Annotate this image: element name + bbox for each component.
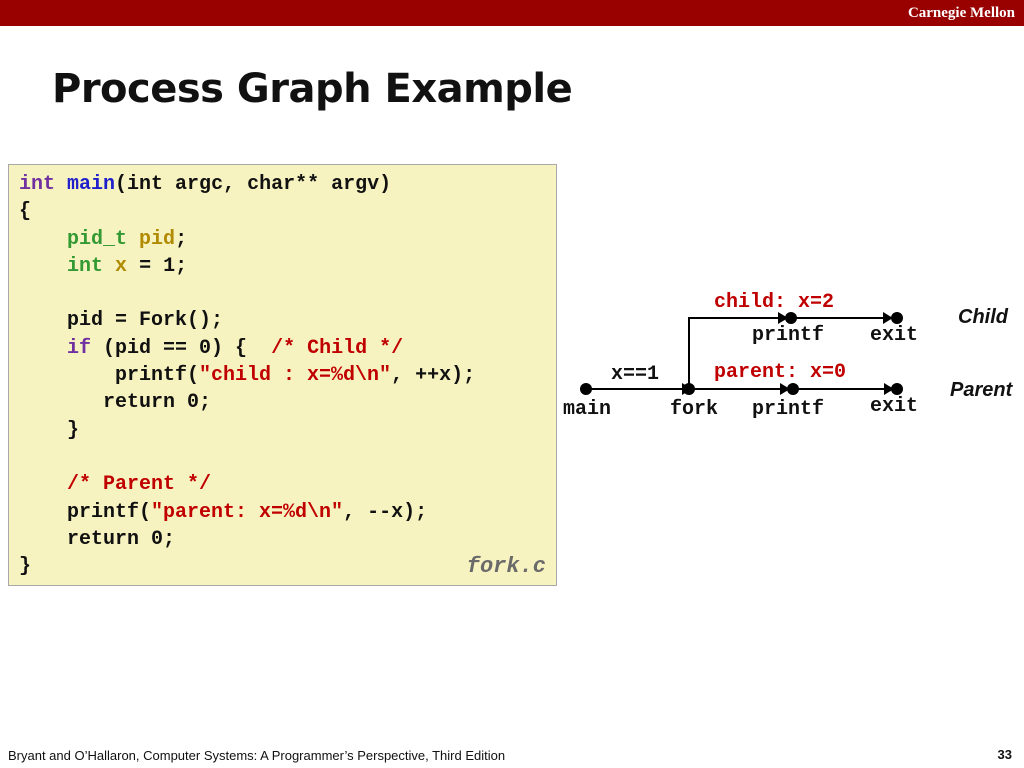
parent-process-label: Parent [950, 379, 1014, 401]
code-line: if (pid == 0) { /* Child */ [19, 337, 403, 360]
node-exit-parent [891, 383, 903, 395]
parent-printf-label: printf [752, 398, 824, 421]
code-token: ; [175, 227, 188, 251]
brand-label: Carnegie Mellon [907, 5, 1015, 21]
parent-exit-label: exit [870, 395, 918, 418]
code-line: } [19, 555, 31, 578]
child-process-label: Child [958, 306, 1009, 328]
code-token: if [67, 336, 92, 360]
code-line: int main(int argc, char** argv) [19, 173, 391, 196]
code-token: pid = Fork(); [19, 309, 224, 333]
code-token: /* Parent */ [67, 473, 212, 497]
code-line: /* Parent */ [19, 473, 211, 496]
code-token: return 0; [19, 391, 212, 415]
code-token: } [19, 555, 32, 579]
header-bar: Carnegie Mellon [0, 0, 1024, 26]
child-exit-label: exit [870, 324, 918, 347]
code-line: return 0; [19, 391, 211, 414]
node-main [580, 383, 592, 395]
page-number: 33 [997, 747, 1012, 762]
code-token: , ++x); [391, 364, 476, 388]
code-token: printf( [19, 500, 152, 524]
arrowhead-exit-parent [884, 383, 894, 395]
code-token: return 0; [19, 527, 176, 551]
fork-label: fork [670, 398, 718, 421]
code-listing: int main(int argc, char** argv) { pid_t … [8, 164, 557, 586]
code-token: pid_t [67, 227, 128, 251]
code-line: return 0; [19, 528, 175, 551]
code-line: printf("parent: x=%d\n", --x); [19, 501, 427, 524]
parent-output-label: parent: x=0 [714, 361, 846, 384]
code-token: x [115, 254, 128, 278]
code-token: int [19, 173, 56, 196]
code-token: , --x); [343, 500, 428, 524]
code-token: "child : x=%d\n" [199, 364, 392, 388]
code-token: (int argc, char** argv) [115, 173, 392, 196]
code-line: { [19, 200, 31, 223]
code-line: int x = 1; [19, 255, 187, 278]
code-line: pid_t pid; [19, 228, 187, 251]
arrowhead-printf-parent [780, 383, 790, 395]
edge-fork-child [688, 317, 693, 389]
code-line: printf("child : x=%d\n", ++x); [19, 364, 475, 387]
code-token: /* Child */ [271, 336, 404, 360]
node-printf-parent [787, 383, 799, 395]
main-label: main [563, 398, 611, 421]
code-line: } [19, 419, 79, 442]
code-token: (pid == 0) { [91, 336, 272, 360]
arrowhead-exit-child [883, 312, 893, 324]
node-exit-child [891, 312, 903, 324]
arrowhead-printf-child [778, 312, 788, 324]
code-text: int main(int argc, char** argv) { pid_t … [19, 171, 475, 580]
x-init-label: x==1 [611, 363, 659, 386]
child-output-label: child: x=2 [714, 291, 834, 314]
child-printf-label: printf [752, 324, 824, 347]
code-token: main [67, 173, 116, 196]
node-printf-child [785, 312, 797, 324]
code-token: = 1; [127, 254, 188, 278]
code-token: } [19, 418, 80, 442]
code-line: pid = Fork(); [19, 309, 223, 332]
code-token: printf( [19, 364, 200, 388]
code-token: { [19, 200, 32, 224]
code-token: "parent: x=%d\n" [151, 500, 344, 524]
footer-citation: Bryant and O’Hallaron, Computer Systems:… [8, 748, 506, 763]
node-fork [683, 383, 695, 395]
slide-title: Process Graph Example [52, 66, 573, 112]
code-token: pid [139, 227, 176, 251]
code-filename: fork.c [466, 554, 546, 579]
code-token: int [67, 254, 104, 278]
